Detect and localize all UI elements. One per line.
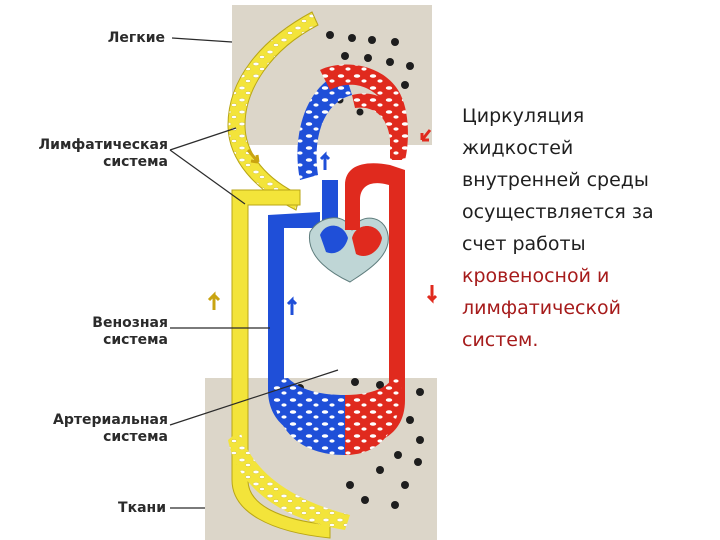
label-venous-line1: Венозная bbox=[40, 315, 168, 332]
label-arterial-line2: система bbox=[20, 429, 168, 446]
caption-highlight-line: систем. bbox=[462, 324, 712, 356]
caption-highlight-line: лимфатической bbox=[462, 292, 712, 324]
label-lungs: Легкие bbox=[60, 30, 165, 47]
label-lymphatic-system: Лимфатическая система bbox=[20, 137, 168, 171]
caption-line: счет работы bbox=[462, 228, 712, 260]
label-venous-system: Венозная система bbox=[40, 315, 168, 349]
label-tissues: Ткани bbox=[60, 500, 166, 517]
caption-line: внутренней среды bbox=[462, 164, 712, 196]
caption-text: Циркуляция жидкостей внутренней среды ос… bbox=[462, 100, 712, 356]
caption-highlight-line: кровеносной и bbox=[462, 260, 712, 292]
label-lymph-line1: Лимфатическая bbox=[20, 137, 168, 154]
caption-line: осуществляется за bbox=[462, 196, 712, 228]
caption-line: Циркуляция bbox=[462, 100, 712, 132]
lymph-arrow-up-icon bbox=[209, 295, 219, 310]
label-venous-line2: система bbox=[40, 332, 168, 349]
label-arterial-system: Артериальная система bbox=[20, 412, 168, 446]
label-arterial-line1: Артериальная bbox=[20, 412, 168, 429]
venous-arrow-up-upper-icon bbox=[321, 155, 329, 170]
caption-line: жидкостей bbox=[462, 132, 712, 164]
venous-arrow-up-icon bbox=[288, 300, 296, 315]
arterial-arrow-down-icon bbox=[428, 285, 436, 300]
label-lymph-line2: система bbox=[20, 154, 168, 171]
